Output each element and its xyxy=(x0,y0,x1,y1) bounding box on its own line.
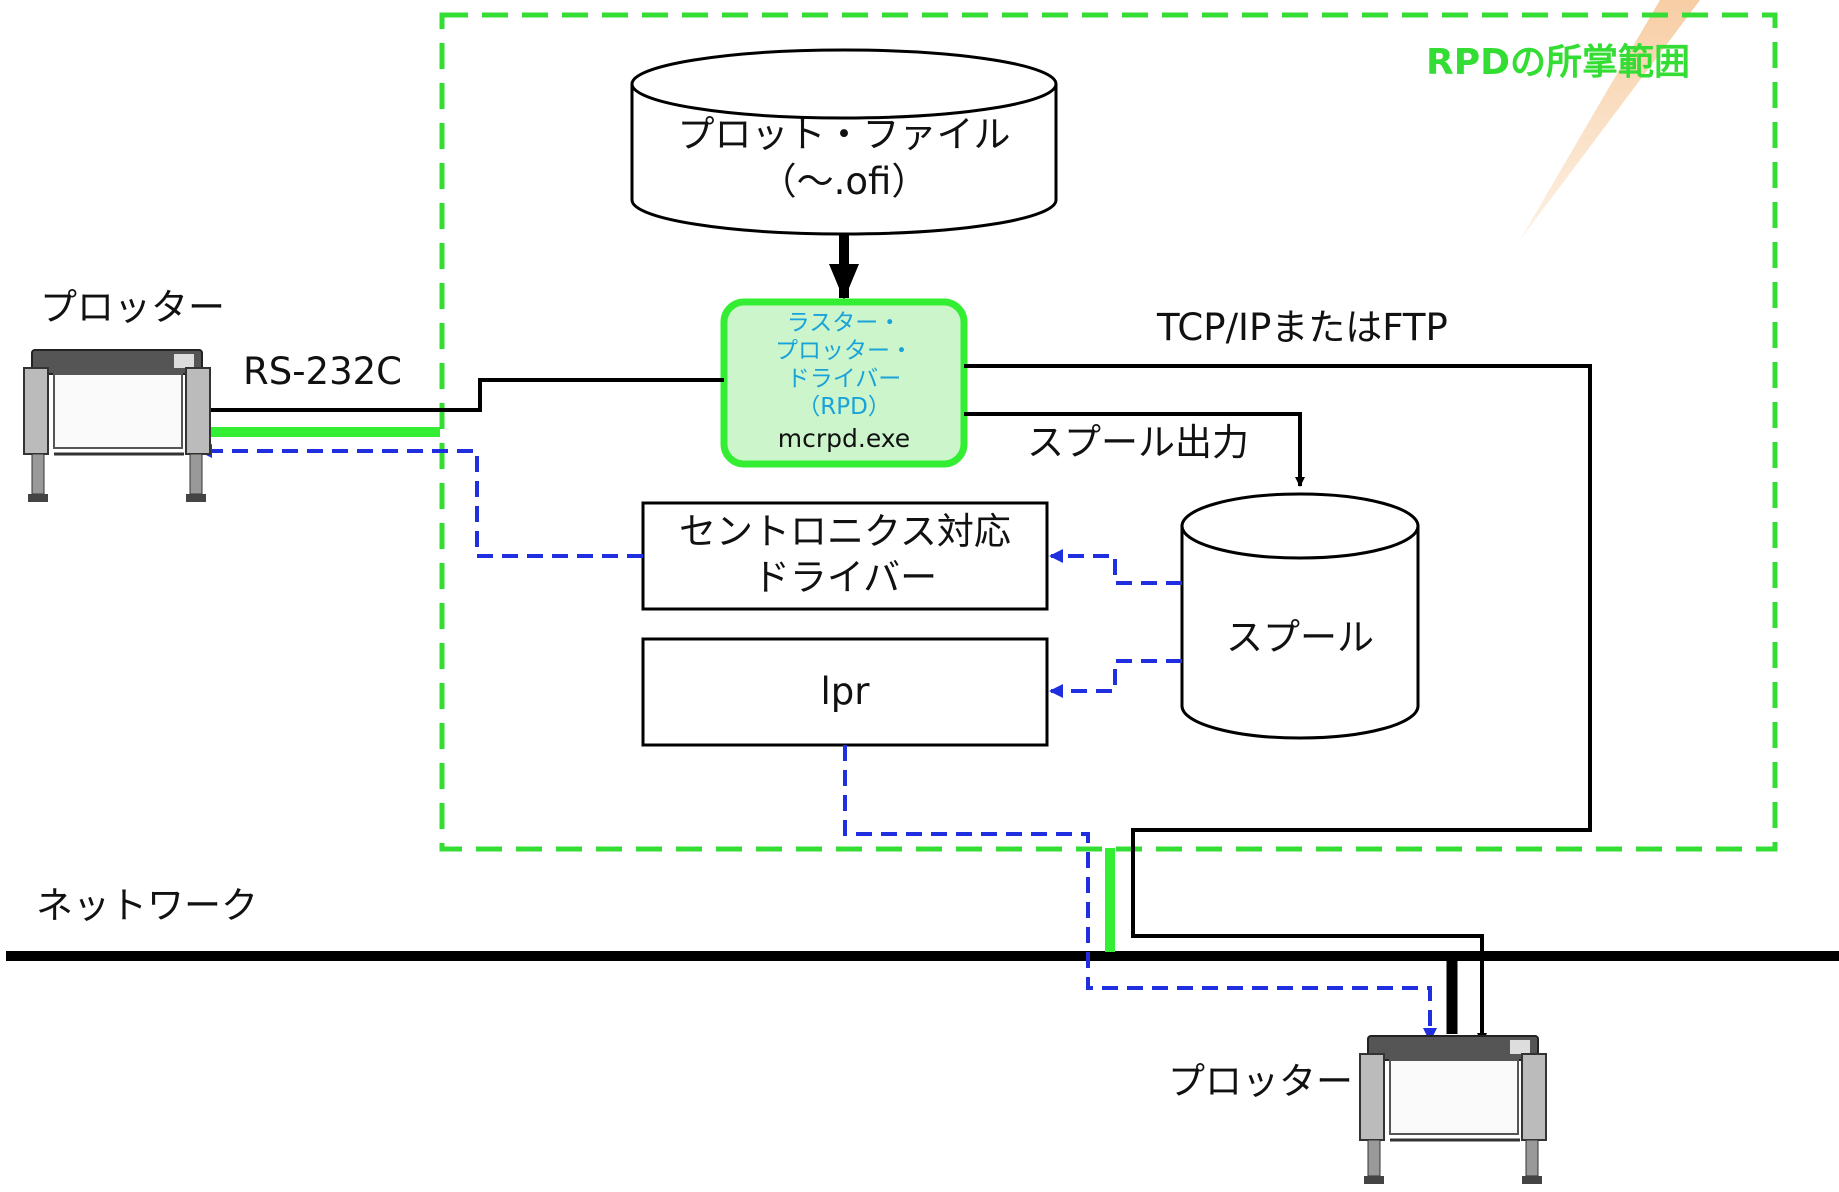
rpd-label-line-3: ドライバー xyxy=(787,366,902,392)
light-beam-decoration xyxy=(1520,0,1700,240)
spool-output-link xyxy=(964,412,1305,487)
rs232c-label: RS-232C xyxy=(243,350,402,393)
rpd-label-line-2: プロッター・ xyxy=(775,338,913,364)
centronics-label-2: ドライバー xyxy=(753,556,937,599)
spool-output-label: スプール出力 xyxy=(1027,421,1249,464)
lpr-label: lpr xyxy=(821,670,871,713)
centronics-driver-box: セントロニクス対応 ドライバー xyxy=(641,501,1049,611)
spool-to-centronics-link xyxy=(1049,549,1182,585)
rpd-label-line-4: （RPD） xyxy=(797,394,891,420)
left-plotter-icon xyxy=(23,349,211,502)
network-label: ネットワーク xyxy=(36,884,258,927)
spool-to-lpr-link xyxy=(1049,659,1182,698)
plot-file-cylinder: プロット・ファイル （～.ofi） xyxy=(630,48,1058,236)
tcpip-label: TCP/IPまたはFTP xyxy=(1156,306,1448,349)
bottom-plotter-label: プロッター xyxy=(1168,1060,1353,1103)
bottom-plotter-icon xyxy=(1359,1035,1547,1184)
left-plotter-label: プロッター xyxy=(40,286,225,329)
centronics-to-left-plotter-link xyxy=(198,444,643,558)
centronics-label-1: セントロニクス対応 xyxy=(679,510,1011,553)
spool-label: スプール xyxy=(1226,616,1374,659)
plot-file-label-2: （～.ofi） xyxy=(760,160,929,203)
rpd-driver-box: ラスター・ プロッター・ ドライバー （RPD） mcrpd.exe xyxy=(720,298,968,468)
rpd-scope-label: RPDの所掌範囲 xyxy=(1426,42,1690,83)
plot-file-label-1: プロット・ファイル xyxy=(678,113,1011,156)
lpr-box: lpr xyxy=(641,637,1049,747)
lpr-to-bottom-plotter-link xyxy=(843,745,1437,1042)
rpd-exe-label: mcrpd.exe xyxy=(778,424,910,453)
rs232c-link xyxy=(199,378,724,415)
rpd-label-line-1: ラスター・ xyxy=(787,310,902,336)
tcpip-link xyxy=(964,364,1592,1043)
spool-cylinder: スプール xyxy=(1180,492,1420,740)
